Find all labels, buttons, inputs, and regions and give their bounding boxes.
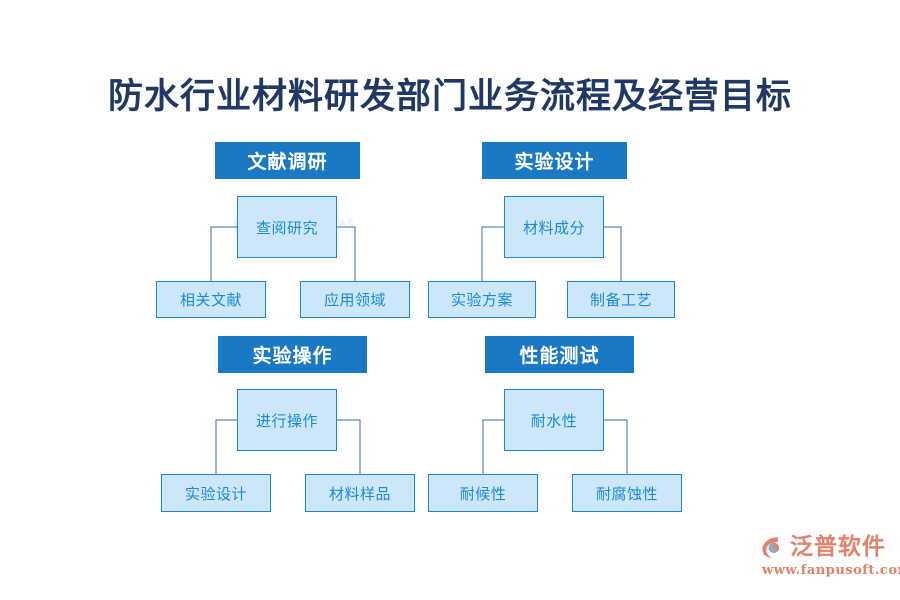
brand-logo: 泛普软件 www.fanpusoft.com	[760, 534, 900, 586]
connector-g4-left	[482, 419, 504, 474]
connector-g3-right	[337, 419, 361, 474]
connector-g2-left	[481, 226, 504, 281]
logo-row: 泛普软件	[760, 534, 886, 560]
group-header-wenxian-diaoyan[interactable]: 文献调研	[215, 142, 360, 179]
group-node-chayue-yanjiu[interactable]: 查阅研究	[237, 196, 337, 258]
logo-url: www.fanpusoft.com	[762, 563, 900, 578]
connector-g1-right	[337, 226, 356, 281]
group-leaf-yingyong-lingyu[interactable]: 应用领域	[300, 281, 410, 318]
group-header-shiyan-sheji[interactable]: 实验设计	[482, 142, 627, 179]
group-leaf-zhibei-gongyi[interactable]: 制备工艺	[567, 281, 675, 318]
connector-g1-left	[210, 226, 237, 281]
connector-g4-right	[604, 419, 628, 474]
group-node-naishuixing[interactable]: 耐水性	[504, 389, 604, 451]
group-leaf-cailiao-yangpin[interactable]: 材料样品	[305, 474, 415, 512]
group-node-cailiao-chengfen[interactable]: 材料成分	[504, 196, 604, 258]
group-header-xingneng-ceshi[interactable]: 性能测试	[485, 336, 634, 373]
page-title: 防水行业材料研发部门业务流程及经营目标	[107, 76, 792, 117]
group-node-jinxing-caozuo[interactable]: 进行操作	[237, 389, 337, 451]
group-leaf-xiangguan-wenxian[interactable]: 相关文献	[156, 281, 266, 318]
connector-g3-left	[215, 419, 237, 474]
connector-g2-right	[604, 226, 622, 281]
group-leaf-naihouxing[interactable]: 耐候性	[428, 474, 538, 512]
group-leaf-naifushixing[interactable]: 耐腐蚀性	[572, 474, 682, 512]
group-header-shiyan-caozuo[interactable]: 实验操作	[218, 336, 367, 373]
logo-name: 泛普软件	[790, 534, 886, 560]
group-leaf-shiyan-fangan[interactable]: 实验方案	[428, 281, 536, 318]
fanpu-logo-icon	[762, 537, 780, 558]
group-leaf-shiyan-sheji[interactable]: 实验设计	[161, 474, 271, 512]
